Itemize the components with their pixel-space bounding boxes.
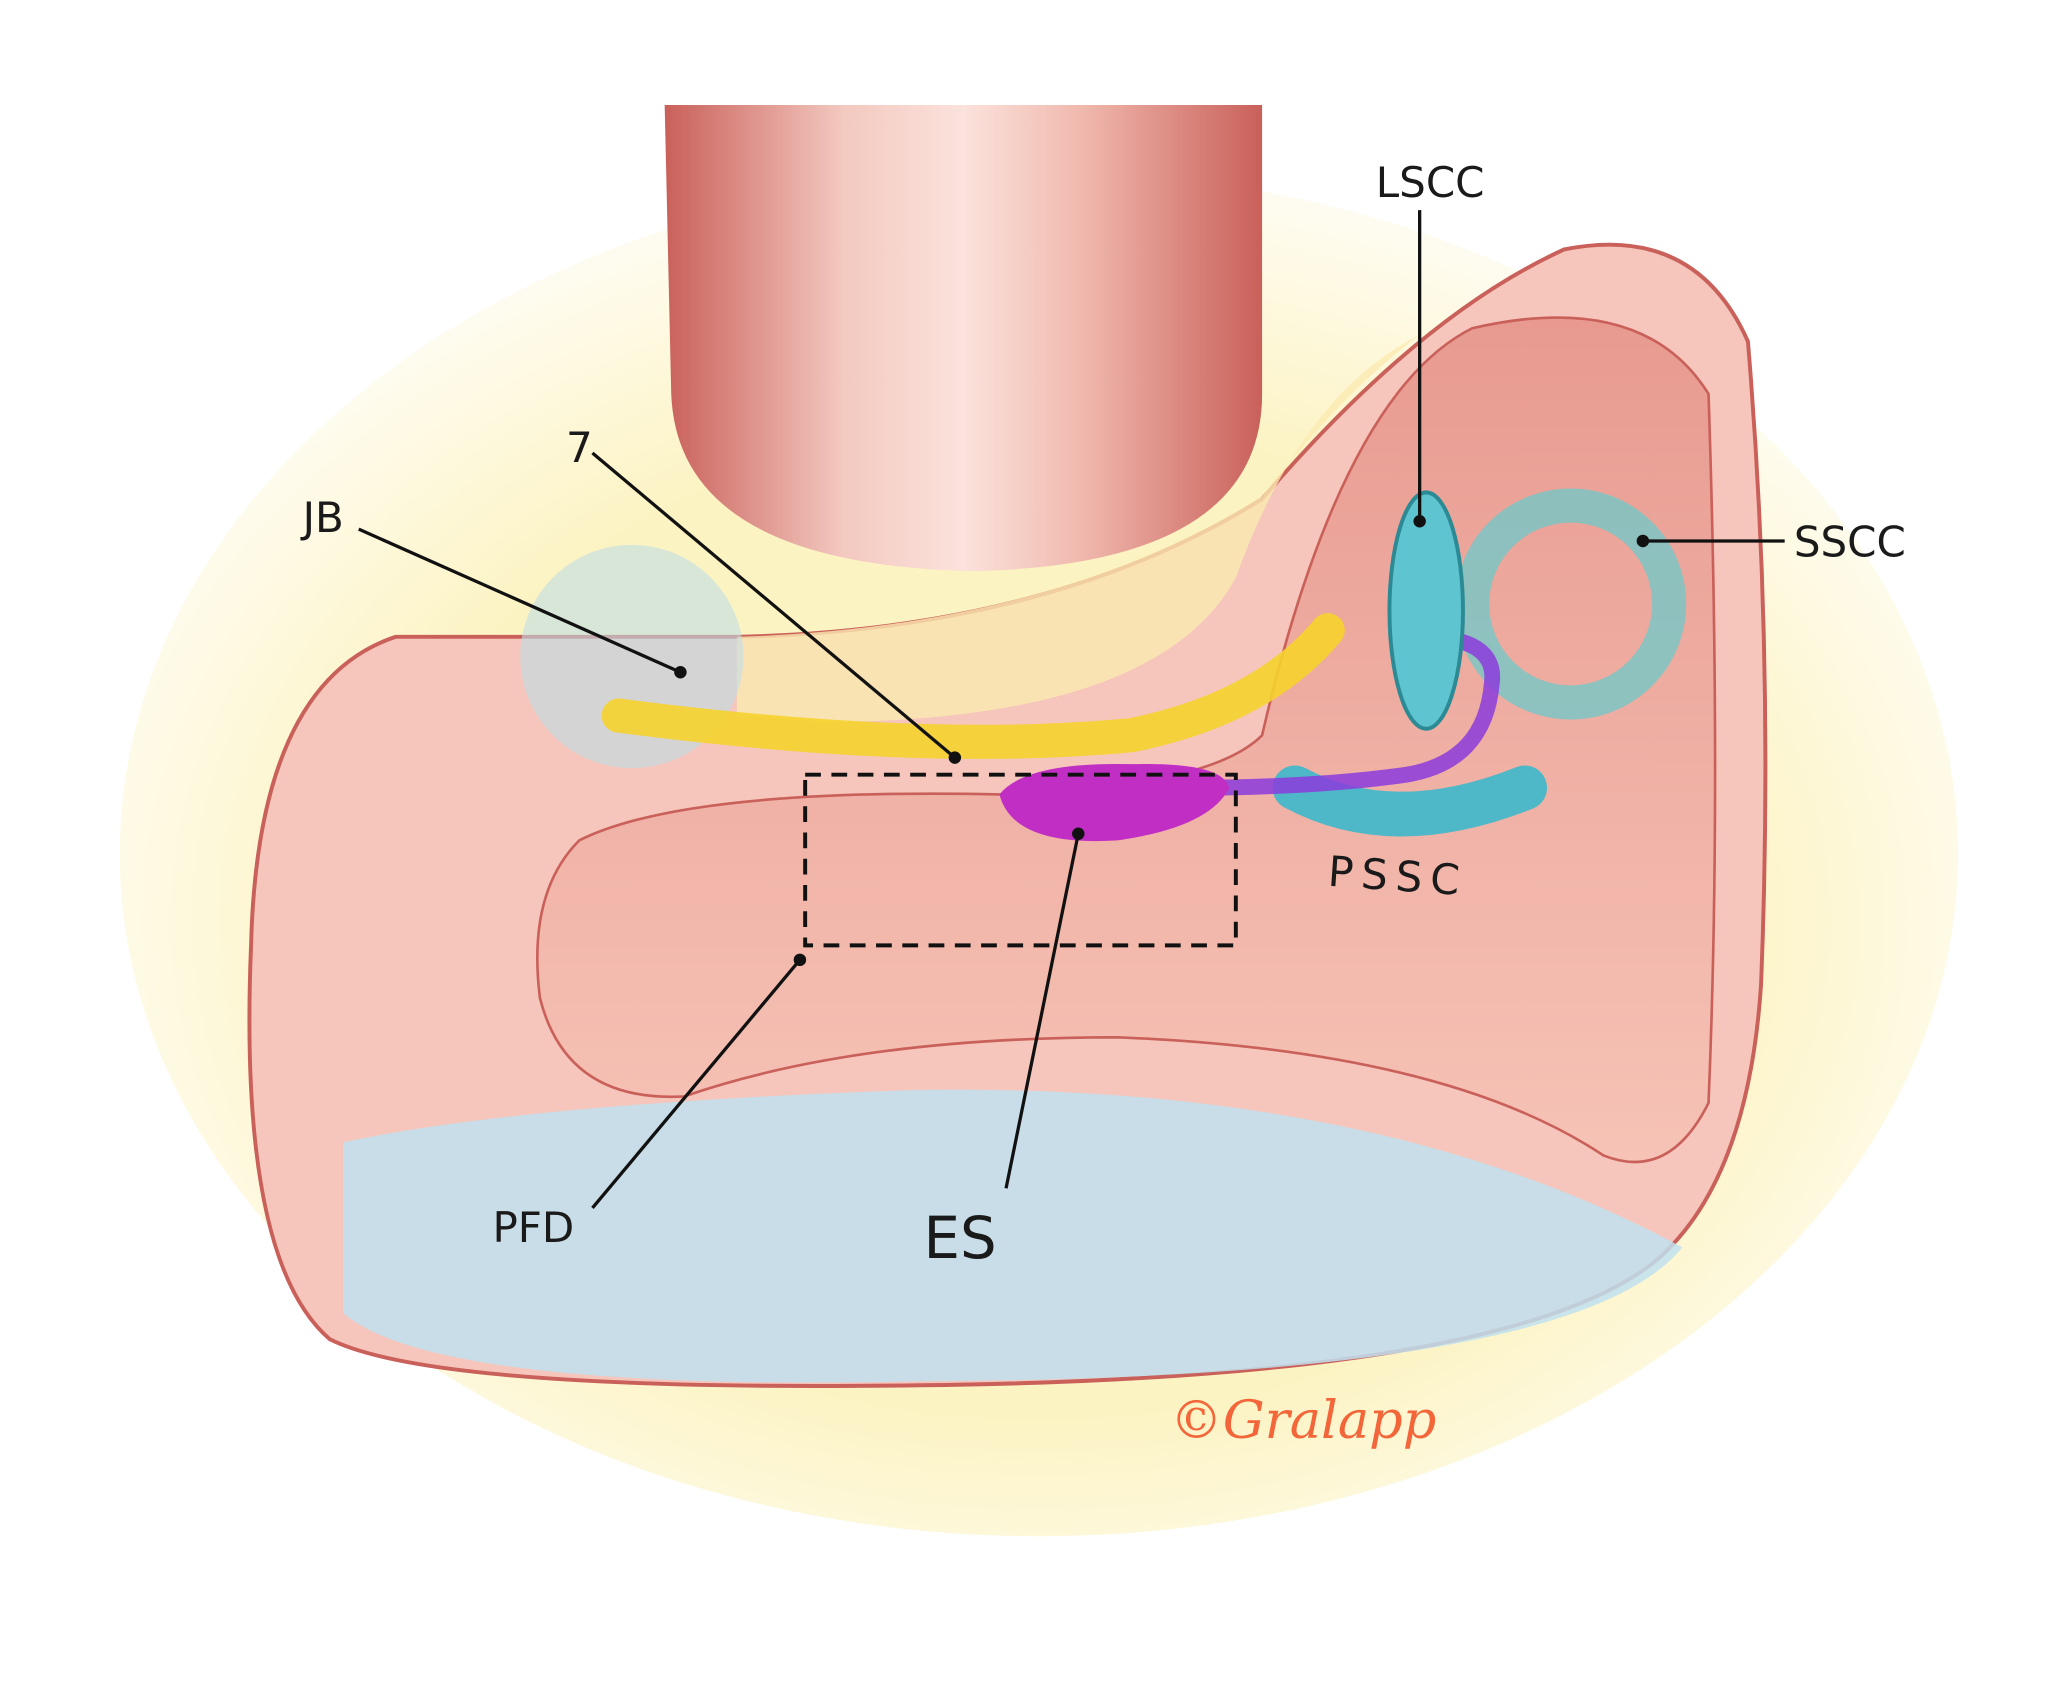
label-es: ES bbox=[924, 1204, 997, 1272]
dissection-region-box bbox=[803, 772, 1238, 948]
external-auditory-canal bbox=[664, 105, 1263, 572]
label-pssc: PSSC bbox=[1326, 847, 1469, 906]
sigmoid-sinus bbox=[342, 1089, 1683, 1383]
label-facial-nerve: 7 bbox=[566, 423, 593, 472]
pfd-leader bbox=[591, 958, 802, 1210]
lateral-semicircular-canal bbox=[1387, 490, 1465, 731]
label-pfd: PFD bbox=[492, 1203, 574, 1252]
dural-band bbox=[736, 334, 1420, 723]
superior-semicircular-canal bbox=[1455, 488, 1687, 720]
jb-leader bbox=[358, 527, 682, 674]
endolymphatic-sac bbox=[999, 763, 1230, 842]
seven-leader bbox=[591, 451, 956, 759]
label-sscc: SSCC bbox=[1794, 518, 1906, 567]
label-jb: JB bbox=[300, 493, 344, 542]
label-lscc: LSCC bbox=[1376, 158, 1485, 207]
facial-nerve bbox=[601, 613, 1345, 759]
es-leader bbox=[1004, 833, 1080, 1189]
endolymphatic-duct bbox=[1183, 628, 1501, 796]
artist-signature: ©Gralapp bbox=[1170, 1390, 1436, 1451]
posterior-semicircular-canal bbox=[1272, 765, 1548, 837]
